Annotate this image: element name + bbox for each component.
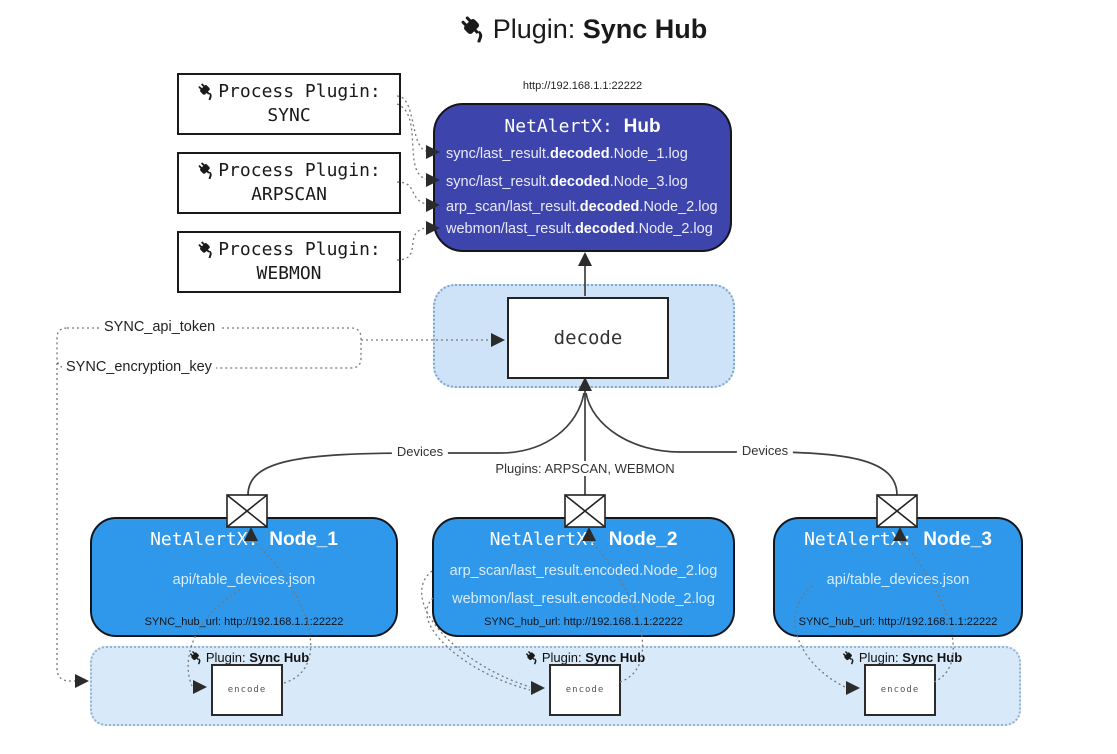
process-plugin-name: SYNC xyxy=(267,105,311,126)
hub-log-item: sync/last_result.decoded.Node_3.log xyxy=(446,174,688,190)
process-plugin-label: Process Plugin: xyxy=(218,238,381,260)
node-title: NetAlertX: Node_2 xyxy=(489,529,678,550)
page-title-prefix: Plugin: xyxy=(492,14,583,44)
hub-url-label: http://192.168.1.1:22222 xyxy=(522,80,643,92)
node-title: NetAlertX: Node_3 xyxy=(804,529,992,550)
process-plugin-box-arpscan: Process Plugin: ARPSCAN xyxy=(177,152,401,214)
band-plugin-label: Plugin: Sync Hub xyxy=(189,650,309,665)
decode-panel: decode xyxy=(433,284,735,388)
node-hub-url: SYNC_hub_url: http://192.168.1.1:22222 xyxy=(484,616,683,628)
node-item: api/table_devices.json xyxy=(826,572,970,588)
hub-log-item: sync/last_result.decoded.Node_1.log xyxy=(446,146,688,162)
band-plugin-label: Plugin: Sync Hub xyxy=(842,650,962,665)
decode-box: decode xyxy=(507,297,669,379)
plug-icon xyxy=(842,650,857,665)
band-plugin-label: Plugin: Sync Hub xyxy=(525,650,645,665)
node-hub-url: SYNC_hub_url: http://192.168.1.1:22222 xyxy=(798,616,998,628)
plug-icon xyxy=(189,650,204,665)
hub-log-item: webmon/last_result.decoded.Node_2.log xyxy=(446,221,713,237)
plug-icon xyxy=(525,650,540,665)
page-title-bold: Sync Hub xyxy=(582,14,708,44)
plug-icon xyxy=(197,82,216,101)
node-title: NetAlertX: Node_1 xyxy=(150,529,338,550)
node-item: arp_scan/last_result.encoded.Node_2.log xyxy=(449,563,718,579)
sync-hub-plugin-band: Plugin: Sync Hub encode Plugin: Sync Hub… xyxy=(90,646,1021,726)
node-box-node3: NetAlertX: Node_3 api/table_devices.json… xyxy=(773,517,1023,637)
encode-box: encode xyxy=(864,664,936,716)
hub-title: NetAlertX: Hub xyxy=(504,116,661,137)
process-plugin-box-webmon: Process Plugin: WEBMON xyxy=(177,231,401,293)
node-box-node1: NetAlertX: Node_1 api/table_devices.json… xyxy=(90,517,398,637)
node-item: webmon/last_result.encoded.Node_2.log xyxy=(452,591,715,607)
hub-box: NetAlertX: Hub sync/last_result.decoded.… xyxy=(433,103,732,252)
node-item: api/table_devices.json xyxy=(172,572,316,588)
plug-icon xyxy=(197,240,216,259)
process-plugin-name: WEBMON xyxy=(256,263,322,284)
process-plugin-label: Process Plugin: xyxy=(218,80,381,102)
node-hub-url: SYNC_hub_url: http://192.168.1.1:22222 xyxy=(144,616,344,628)
hub-log-item: arp_scan/last_result.decoded.Node_2.log xyxy=(446,199,718,215)
plug-icon xyxy=(459,14,489,44)
encode-box: encode xyxy=(549,664,621,716)
page-title: Plugin: Sync Hub xyxy=(383,14,783,45)
node-box-node2: NetAlertX: Node_2 arp_scan/last_result.e… xyxy=(432,517,735,637)
process-plugin-name: ARPSCAN xyxy=(251,184,327,205)
process-plugin-box-sync: Process Plugin: SYNC xyxy=(177,73,401,135)
encode-box: encode xyxy=(211,664,283,716)
plug-icon xyxy=(197,161,216,180)
process-plugin-label: Process Plugin: xyxy=(218,159,381,181)
